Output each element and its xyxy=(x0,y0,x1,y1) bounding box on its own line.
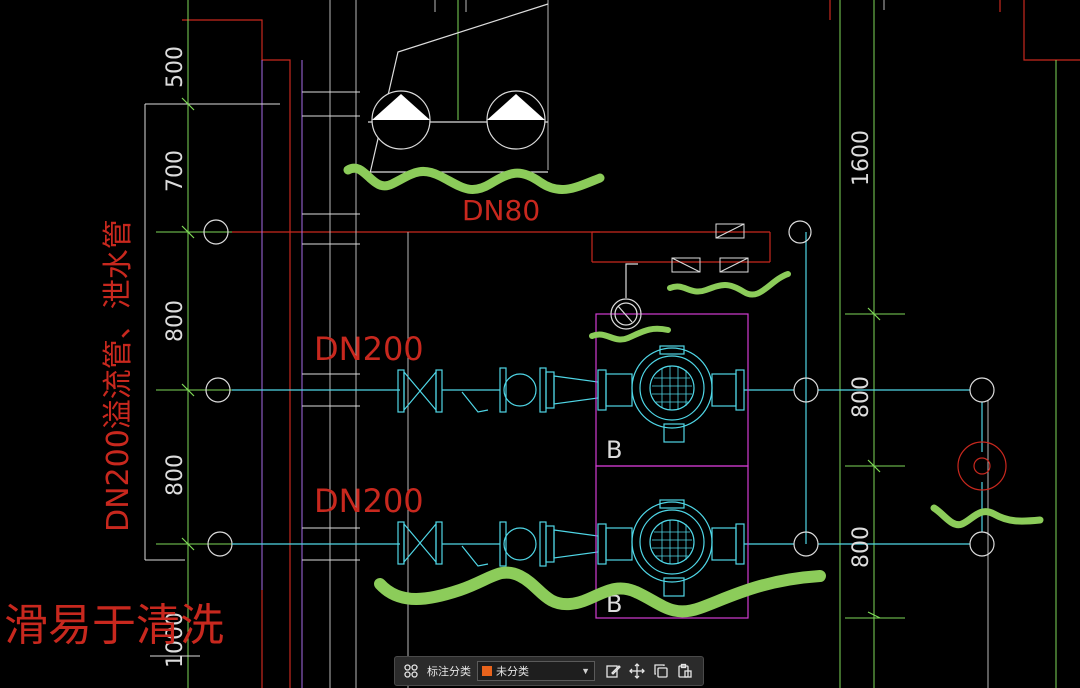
label-easy-clean: 滑易于清洗 xyxy=(4,600,224,651)
pump-tag-2: B xyxy=(606,590,622,618)
inner-wall-lines xyxy=(261,60,303,688)
category-value: 未分类 xyxy=(496,666,529,678)
chevron-down-icon: ▼ xyxy=(581,666,590,676)
drain-symbol xyxy=(957,441,1007,491)
label-dn80: DN80 xyxy=(462,194,540,227)
pipe-grid-lines xyxy=(329,0,989,688)
pump-lower xyxy=(631,499,713,597)
dim-800-right-a: 800 xyxy=(849,376,874,418)
dimension-line-left xyxy=(144,103,280,657)
label-dn200-lower: DN200 xyxy=(314,482,424,520)
highlighter-annotations xyxy=(343,163,1044,618)
pipe-brackets xyxy=(302,91,360,561)
connection-nodes-right xyxy=(788,220,995,557)
axis-lines xyxy=(156,0,1057,688)
label-dn200-upper: DN200 xyxy=(314,330,424,368)
highlight-stroke-valves xyxy=(667,271,791,298)
highlight-stroke-bottom xyxy=(374,566,826,618)
highlight-stroke-gauge xyxy=(589,325,671,343)
dim-800-right-b: 800 xyxy=(849,526,874,568)
dim-800-b: 800 xyxy=(163,454,188,496)
copy-icon[interactable] xyxy=(649,659,673,683)
valve-assembly-upper xyxy=(397,367,745,413)
highlight-stroke-right xyxy=(930,504,1044,529)
category-label: 标注分类 xyxy=(427,666,471,678)
label-overflow-drain-pipe: DN200溢流管、泄水管 xyxy=(101,219,136,532)
control-valves xyxy=(671,223,749,273)
pressure-gauge xyxy=(610,263,642,330)
pipelines xyxy=(232,232,983,545)
pump-tags: B B xyxy=(606,436,622,618)
valve-assembly-lower xyxy=(397,521,745,567)
dim-1000: 1000 xyxy=(163,612,188,668)
axis-bubbles-left xyxy=(203,219,233,557)
category-color-swatch xyxy=(482,666,492,676)
dimension-text: 500 700 800 800 1000 1600 800 800 xyxy=(163,46,874,668)
grid-icon[interactable] xyxy=(399,659,423,683)
dim-500: 500 xyxy=(163,46,188,88)
edit-icon[interactable] xyxy=(601,659,625,683)
pipe-labels: DN80 DN200 DN200 DN200溢流管、泄水管 滑易于清洗 xyxy=(4,194,540,651)
top-pumps xyxy=(371,90,546,150)
dimension-ticks xyxy=(181,97,881,619)
annotation-toolbar: 标注分类 未分类 ▼ xyxy=(394,656,704,686)
highlight-stroke-top xyxy=(343,163,605,194)
pump-upper xyxy=(631,345,713,443)
category-select[interactable]: 未分类 ▼ xyxy=(477,661,595,681)
pump-tag-1: B xyxy=(606,436,622,464)
pump-frames xyxy=(595,313,749,619)
dim-700: 700 xyxy=(163,150,188,192)
dim-1600: 1600 xyxy=(849,130,874,186)
dim-800-a: 800 xyxy=(163,300,188,342)
paste-icon[interactable] xyxy=(673,659,697,683)
move-icon[interactable] xyxy=(625,659,649,683)
